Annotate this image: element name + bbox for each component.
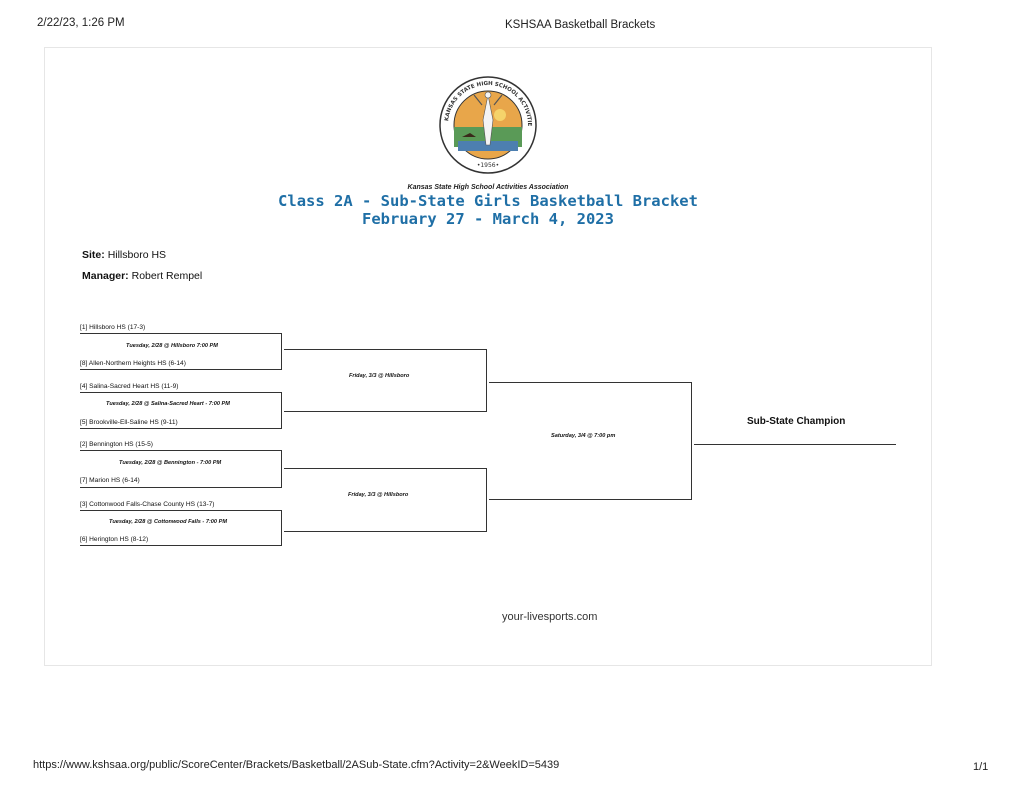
site-value: Hillsboro HS — [107, 249, 167, 261]
team-seed-4: [4] Salina-Sacred Heart HS (11-9) — [80, 383, 179, 390]
bracket-line — [80, 510, 282, 511]
team-seed-7: [7] Marion HS (6-14) — [80, 477, 140, 484]
bracket-line — [284, 531, 487, 532]
watermark-site: your-livesports.com — [502, 611, 598, 623]
team-seed-2: [2] Bennington HS (15-5) — [80, 441, 153, 448]
bracket-title: Class 2A - Sub-State Girls Basketball Br… — [278, 192, 698, 210]
manager-info: Manager: Robert Rempel — [82, 270, 202, 282]
game-info-1: Tuesday, 2/28 @ Hillsboro 7:00 PM — [126, 343, 218, 349]
team-seed-3: [3] Cottonwood Falls-Chase County HS (13… — [80, 501, 215, 508]
footer-page-number: 1/1 — [973, 761, 989, 773]
team-seed-6: [6] Herington HS (8-12) — [80, 536, 149, 543]
bracket-line — [694, 444, 896, 445]
game-info-2: Tuesday, 2/28 @ Salina-Sacred Heart - 7:… — [106, 401, 230, 407]
bracket-dates: February 27 - March 4, 2023 — [362, 210, 614, 228]
bracket-line — [284, 468, 487, 469]
bracket-line — [486, 468, 487, 532]
bracket-line — [489, 499, 692, 500]
org-name: Kansas State High School Activities Asso… — [407, 184, 569, 191]
bracket-line — [691, 382, 692, 500]
bracket-line — [489, 382, 692, 383]
svg-text:•1956•: •1956• — [477, 162, 499, 169]
bracket-line — [281, 510, 282, 546]
manager-value: Robert Rempel — [131, 270, 203, 282]
champion-label: Sub-State Champion — [747, 416, 846, 427]
bracket-line — [486, 349, 487, 412]
final-info: Saturday, 3/4 @ 7:00 pm — [551, 433, 616, 439]
bracket-line — [80, 392, 282, 393]
bracket-line — [80, 333, 282, 334]
semifinal-info-2: Friday, 3/3 @ Hillsboro — [348, 492, 409, 498]
bracket-line — [284, 349, 487, 350]
bracket-line — [80, 545, 282, 546]
bracket-line — [80, 428, 282, 429]
bracket-line — [284, 411, 487, 412]
site-label: Site: — [82, 249, 105, 261]
team-seed-5: [5] Brookville-Ell-Saline HS (9-11) — [80, 419, 178, 426]
team-seed-8: [8] Allen-Northern Heights HS (6-14) — [80, 360, 186, 367]
bracket-line — [281, 333, 282, 370]
footer-url: https://www.kshsaa.org/public/ScoreCente… — [33, 759, 560, 771]
game-info-3: Tuesday, 2/28 @ Bennington - 7:00 PM — [119, 460, 222, 466]
manager-label: Manager: — [82, 270, 129, 282]
bracket-line — [80, 450, 282, 451]
bracket-line — [80, 487, 282, 488]
bracket-line — [281, 450, 282, 488]
watermark-fragment: ▬ ▬ ▬ ▬ — [500, 626, 610, 632]
bracket-line — [281, 392, 282, 429]
game-info-4: Tuesday, 2/28 @ Cottonwood Falls - 7:00 … — [109, 519, 227, 525]
site-info: Site: Hillsboro HS — [82, 249, 166, 261]
print-page-title: KSHSAA Basketball Brackets — [505, 19, 656, 31]
kshsaa-logo: •1956• KANSAS STATE HIGH SCHOOL ACTIVITI… — [436, 71, 538, 175]
print-datetime: 2/22/23, 1:26 PM — [37, 17, 125, 29]
semifinal-info-1: Friday, 3/3 @ Hillsboro — [349, 373, 410, 379]
team-seed-1: [1] Hillsboro HS (17-3) — [80, 324, 146, 331]
bracket-line — [80, 369, 282, 370]
